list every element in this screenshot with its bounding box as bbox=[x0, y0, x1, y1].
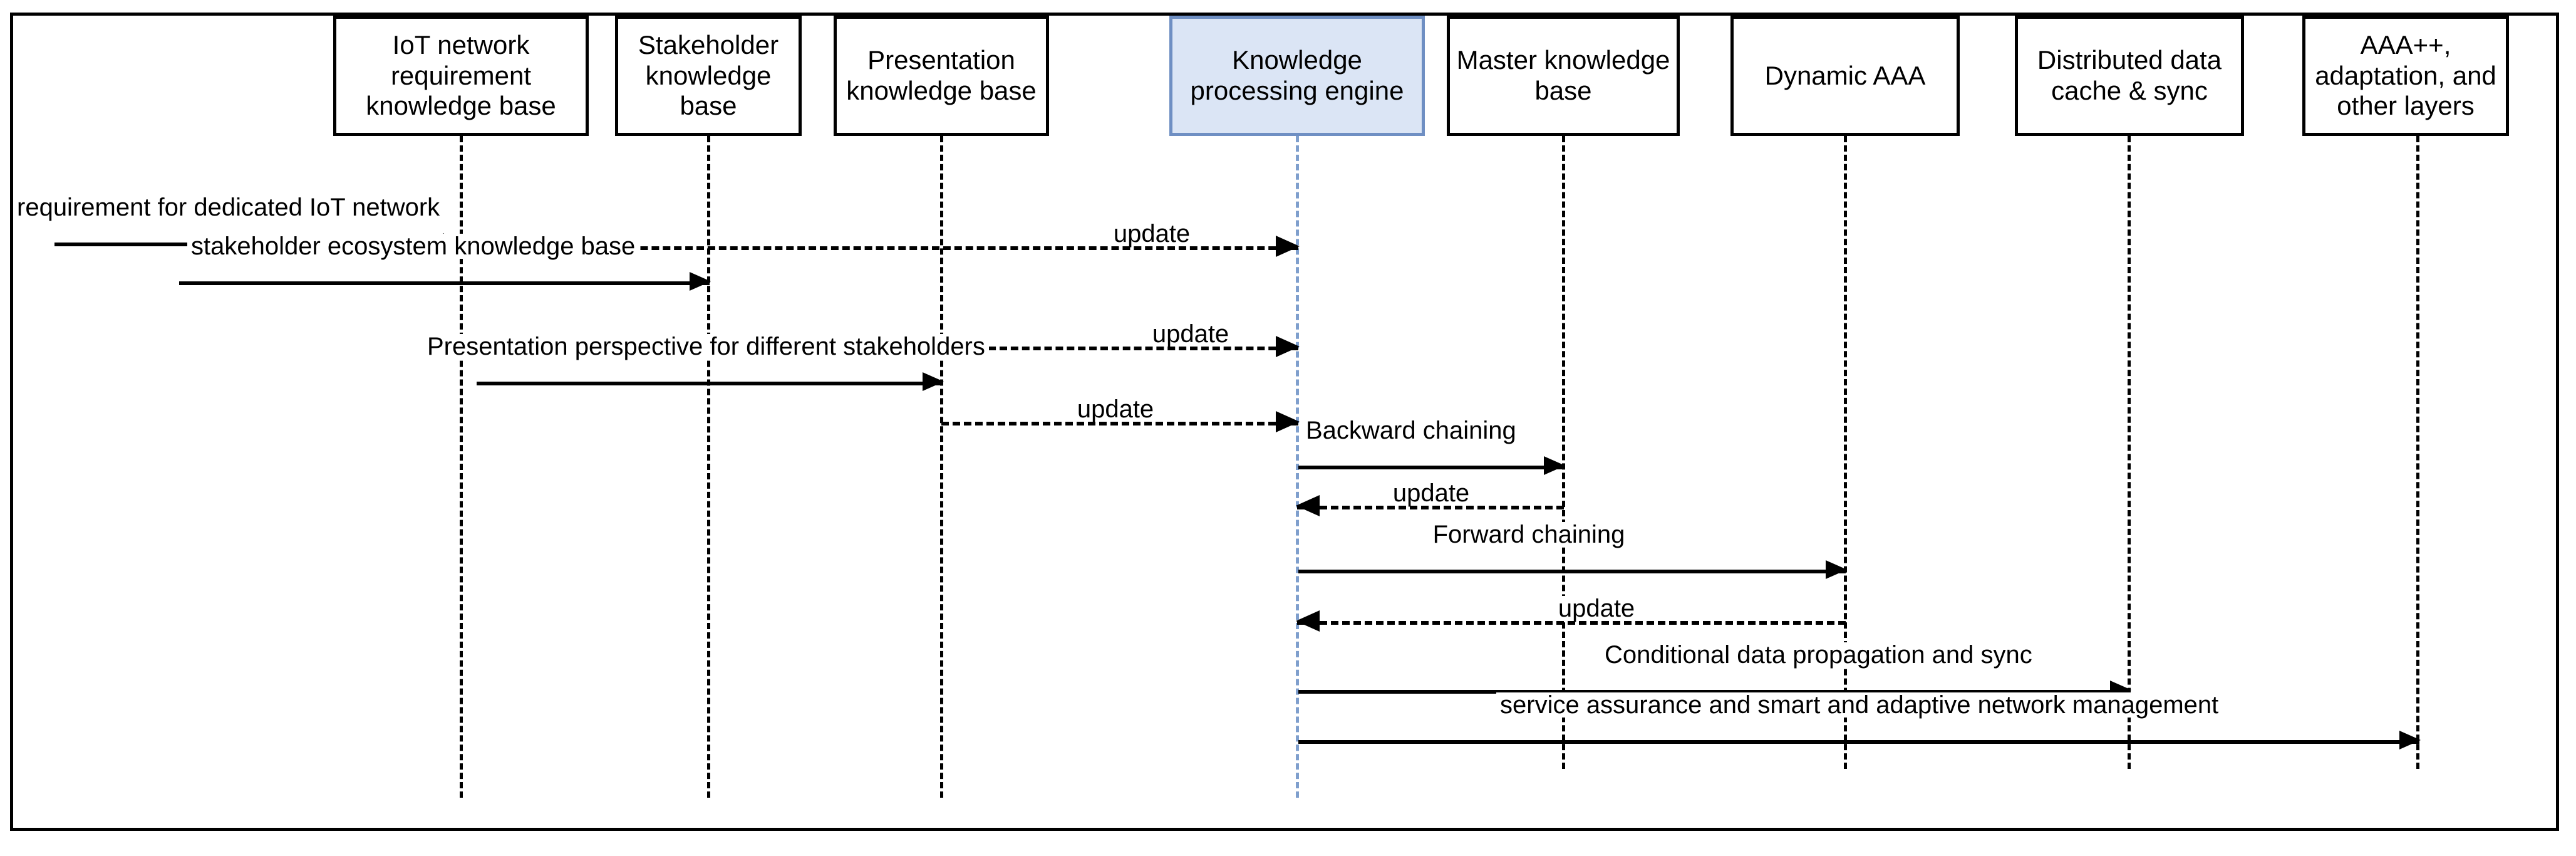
message-shaft-msg-10 bbox=[1297, 621, 1846, 625]
lifeline-dynamic-aaa bbox=[1844, 136, 1847, 769]
message-shaft-msg-12 bbox=[1298, 740, 2419, 744]
participant-box-aaa-plus-plus-layers[interactable]: AAA++, adaptation, and other layers bbox=[2302, 16, 2509, 136]
message-label-msg-3: stakeholder ecosystem knowledge base bbox=[187, 234, 639, 259]
message-label-msg-9: Forward chaining bbox=[1429, 522, 1629, 547]
lifeline-presentation-kb bbox=[940, 136, 943, 798]
message-label-msg-4: update bbox=[1148, 321, 1233, 347]
arrowhead-filled-right-msg-5 bbox=[923, 372, 944, 391]
message-label-msg-7: Backward chaining bbox=[1302, 418, 1520, 443]
message-shaft-msg-9 bbox=[1298, 570, 1846, 573]
participant-box-presentation-kb[interactable]: Presentation knowledge base bbox=[834, 16, 1049, 136]
message-shaft-msg-6 bbox=[941, 422, 1298, 425]
message-shaft-msg-7 bbox=[1298, 466, 1564, 469]
message-label-msg-10: update bbox=[1554, 596, 1639, 621]
participant-label-master-knowledge-base: Master knowledge base bbox=[1456, 45, 1670, 105]
lifeline-distributed-data-cache-sync bbox=[2128, 136, 2131, 769]
participant-label-aaa-plus-plus-layers: AAA++, adaptation, and other layers bbox=[2315, 29, 2496, 121]
lifeline-master-knowledge-base bbox=[1562, 136, 1565, 769]
arrowhead-open-right-msg-4 bbox=[1276, 336, 1300, 357]
arrowhead-filled-right-msg-3 bbox=[690, 272, 711, 291]
message-label-msg-2: update bbox=[1109, 221, 1194, 246]
participant-label-distributed-data-cache-sync: Distributed data cache & sync bbox=[2037, 45, 2222, 105]
message-shaft-msg-5 bbox=[477, 382, 943, 385]
participant-label-dynamic-aaa: Dynamic AAA bbox=[1764, 60, 1926, 90]
participant-box-stakeholder-kb[interactable]: Stakeholder knowledge base bbox=[615, 16, 802, 136]
lifeline-iot-network-requirement-kb bbox=[460, 136, 463, 798]
participant-label-knowledge-processing-engine: Knowledge processing engine bbox=[1190, 45, 1404, 105]
message-label-msg-5: Presentation perspective for different s… bbox=[423, 334, 989, 359]
lifeline-stakeholder-kb bbox=[707, 136, 710, 798]
participant-box-iot-network-requirement-kb[interactable]: IoT network requirement knowledge base bbox=[333, 16, 589, 136]
message-shaft-msg-4 bbox=[708, 347, 1298, 350]
participant-label-stakeholder-kb: Stakeholder knowledge base bbox=[638, 29, 779, 121]
message-label-msg-8: update bbox=[1389, 481, 1474, 506]
message-shaft-msg-11 bbox=[1298, 690, 2130, 694]
arrowhead-open-right-msg-2 bbox=[1276, 236, 1300, 257]
message-label-msg-6: update bbox=[1073, 397, 1158, 422]
message-label-msg-12: service assurance and smart and adaptive… bbox=[1496, 692, 2223, 718]
diagram-frame: IoT network requirement knowledge base S… bbox=[10, 13, 2559, 831]
lifeline-knowledge-processing-engine bbox=[1296, 136, 1299, 798]
participant-box-dynamic-aaa[interactable]: Dynamic AAA bbox=[1730, 16, 1960, 136]
arrowhead-filled-right-msg-7 bbox=[1544, 456, 1565, 475]
participant-label-iot-network-requirement-kb: IoT network requirement knowledge base bbox=[366, 29, 556, 121]
message-label-msg-11: Conditional data propagation and sync bbox=[1601, 642, 2036, 667]
message-shaft-msg-8 bbox=[1297, 506, 1564, 509]
arrowhead-filled-right-msg-12 bbox=[2399, 731, 2421, 749]
message-label-msg-1: requirement for dedicated IoT network bbox=[13, 195, 444, 220]
arrowhead-open-right-msg-6 bbox=[1276, 411, 1300, 432]
participant-box-master-knowledge-base[interactable]: Master knowledge base bbox=[1447, 16, 1680, 136]
lifeline-aaa-plus-plus-layers bbox=[2416, 136, 2419, 769]
arrowhead-open-left-msg-8 bbox=[1296, 495, 1320, 516]
participant-box-distributed-data-cache-sync[interactable]: Distributed data cache & sync bbox=[2015, 16, 2244, 136]
arrowhead-open-left-msg-10 bbox=[1296, 610, 1320, 632]
participant-label-presentation-kb: Presentation knowledge base bbox=[846, 45, 1037, 105]
arrowhead-filled-right-msg-9 bbox=[1826, 560, 1847, 579]
message-shaft-msg-2 bbox=[461, 246, 1298, 250]
participant-box-knowledge-processing-engine[interactable]: Knowledge processing engine bbox=[1169, 16, 1425, 136]
message-shaft-msg-3 bbox=[179, 281, 710, 285]
